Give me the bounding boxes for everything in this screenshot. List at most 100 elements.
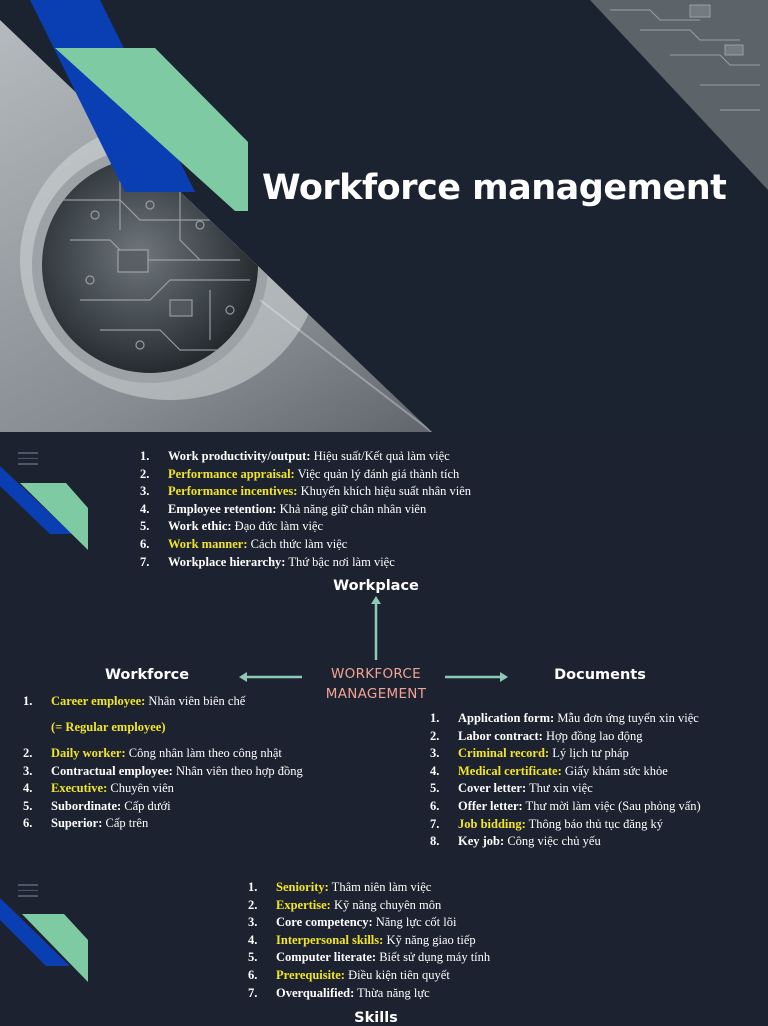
list-item-number: 4.: [248, 932, 258, 947]
list-item-term: Interpersonal skills:: [276, 932, 384, 947]
list-item-term: Offer letter:: [458, 798, 523, 813]
list-item-description: Thứ bậc nơi làm việc: [285, 554, 395, 569]
list-item-description: Việc quản lý đánh giá thành tích: [294, 466, 460, 481]
list-item-description: Cấp trên: [102, 816, 149, 831]
list-item-number: 2.: [23, 746, 33, 760]
list-item: 4. Executive: Chuyên viên: [23, 780, 303, 798]
list-item: 6.Superior: Cấp trên: [23, 815, 303, 833]
list-item-number: 4.: [23, 781, 33, 796]
list-item-description: Năng lực cốt lõi: [372, 915, 457, 930]
list-item: 6. Work manner: Cách thức làm việc: [140, 536, 471, 554]
workforce-heading: Workforce: [104, 667, 190, 683]
list-item-number: 5.: [140, 519, 150, 534]
list-item: 3.Criminal record: Lý lịch tư pháp: [430, 745, 701, 763]
list-item-term: Work ethic:: [168, 519, 232, 534]
list-item: 7. Overqualified: Thừa năng lực: [248, 985, 490, 1003]
list-item-term: Overqualified:: [276, 985, 355, 1000]
list-item: 2.Labor contract: Hợp đồng lao động: [430, 728, 701, 746]
list-item: 6.Prerequisite: Điều kiện tiên quyết: [248, 967, 490, 985]
list-item-description: Hiệu suất/Kết quả làm việc: [310, 449, 450, 463]
list-item-number: 7.: [140, 554, 150, 569]
list-item: 2.Performance appraisal: Việc quản lý đá…: [140, 466, 471, 484]
list-item-term: Work productivity/output:: [168, 449, 311, 463]
performance-list: 1. Work productivity/output: Hiệu suất/Kế…: [140, 448, 471, 571]
list-item-number: 2.: [248, 897, 258, 912]
list-item-number: 7.: [430, 816, 440, 831]
workforce-list-continued: 2.Daily worker: Công nhân làm theo công …: [23, 745, 303, 833]
list-item: 1.Seniority: Thâm niên làm việc: [248, 879, 490, 897]
list-item: 3.Contractual employee: Nhân viên theo h…: [23, 763, 303, 781]
list-item: 2.Expertise: Kỹ năng chuyên môn: [248, 897, 490, 915]
list-item-description: Chuyên viên: [107, 781, 174, 796]
center-label-line1: WORKFORCE: [331, 666, 421, 682]
list-item-term: Medical certificate:: [458, 763, 562, 778]
list-item-number: 3.: [23, 763, 33, 778]
menu-icon[interactable]: [18, 884, 38, 901]
list-item: 5. Cover letter: Thư xin việc: [430, 780, 701, 798]
list-item-number: 3.: [430, 746, 440, 761]
list-item-term: Criminal record:: [458, 746, 550, 761]
list-item-term: Performance incentives:: [168, 484, 298, 499]
list-item-number: 3.: [140, 484, 150, 499]
list-item: 4. Employee retention: Khả năng giữ chân …: [140, 501, 471, 519]
list-item-number: 3.: [248, 915, 258, 930]
list-item: 6. Offer letter: Thư mời làm việc (Sau ph…: [430, 798, 701, 816]
list-item-description: Cách thức làm việc: [247, 536, 348, 551]
list-item-description: Thư xin việc: [526, 781, 593, 796]
list-item-number: 4.: [140, 501, 150, 516]
list-item: 4.Medical certificate: Giấy khám sức khỏ…: [430, 763, 701, 781]
list-item-description: Biết sử dụng máy tính: [376, 950, 491, 965]
list-item-number: 7.: [248, 985, 258, 1000]
workplace-heading: Workplace: [333, 578, 419, 594]
accent-corner-shapes: [0, 898, 88, 982]
list-item: 4. Interpersonal skills: Kỹ năng giao tiế…: [248, 932, 490, 950]
list-item-description: Thư mời làm việc (Sau phỏng vấn): [522, 798, 701, 813]
list-item: 1. Career employee: Nhân viên biên chế: [23, 693, 245, 711]
list-item-number: 5.: [430, 781, 440, 796]
list-item-term: Subordinate:: [51, 798, 122, 813]
list-item-term: Computer literate:: [276, 950, 377, 965]
list-item-description: Thừa năng lực: [354, 985, 430, 1000]
list-item-description: Kỹ năng giao tiếp: [383, 932, 476, 947]
list-item-term: Work manner:: [168, 536, 248, 551]
list-item-term: Job bidding:: [458, 816, 526, 831]
center-label-line2: MANAGEMENT: [325, 686, 427, 702]
list-item-term: Key job:: [458, 834, 505, 849]
list-item: 3.Performance incentives: Khuyến khích h…: [140, 483, 471, 501]
list-item-description: Thông báo thủ tục đăng ký: [525, 816, 663, 831]
list-item-description: Thâm niên làm việc: [328, 880, 432, 894]
list-item-description: Khả năng giữ chân nhân viên: [276, 501, 427, 516]
list-item-description: Nhân viên theo hợp đồng: [172, 763, 303, 778]
workforce-note: (= Regular employee): [51, 720, 166, 734]
list-item-term: Prerequisite:: [276, 967, 345, 982]
menu-icon[interactable]: [18, 452, 38, 469]
list-item-number: 1.: [140, 449, 150, 463]
workforce-list: 1. Career employee: Nhân viên biên chế: [23, 693, 245, 711]
list-item-number: 6.: [140, 536, 150, 551]
accent-corner-shapes: [0, 466, 88, 550]
list-item-description: Nhân viên biên chế: [145, 694, 246, 708]
list-item-term: Workplace hierarchy:: [168, 554, 286, 569]
list-item-term: Seniority:: [276, 880, 329, 894]
list-item-number: 1.: [430, 711, 440, 725]
list-item: 5. Work ethic: Đạo đức làm việc: [140, 518, 471, 536]
list-item-number: 6.: [430, 798, 440, 813]
list-item-number: 6.: [23, 816, 33, 831]
documents-list: 1.Application form: Mẫu đơn ứng tuyển xi…: [430, 710, 701, 851]
skills-heading: Skills: [354, 1010, 398, 1026]
title-slide: Workforce management: [0, 0, 768, 432]
list-item-term: Executive:: [51, 781, 108, 796]
list-item-term: Core competency:: [276, 915, 373, 930]
list-item-number: 1.: [23, 694, 33, 708]
list-item-term: Career employee:: [51, 694, 146, 708]
list-item-description: Đạo đức làm việc: [231, 519, 324, 534]
list-item-description: Công việc chủ yếu: [504, 834, 601, 849]
list-item: 1. Work productivity/output: Hiệu suất/Kế…: [140, 448, 471, 466]
list-item-term: Daily worker:: [51, 746, 126, 760]
list-item-description: Giấy khám sức khỏe: [561, 763, 668, 778]
list-item-number: 5.: [23, 798, 33, 813]
list-item: 2.Daily worker: Công nhân làm theo công …: [23, 745, 303, 763]
list-item-term: Employee retention:: [168, 501, 277, 516]
list-item-term: Cover letter:: [458, 781, 527, 796]
